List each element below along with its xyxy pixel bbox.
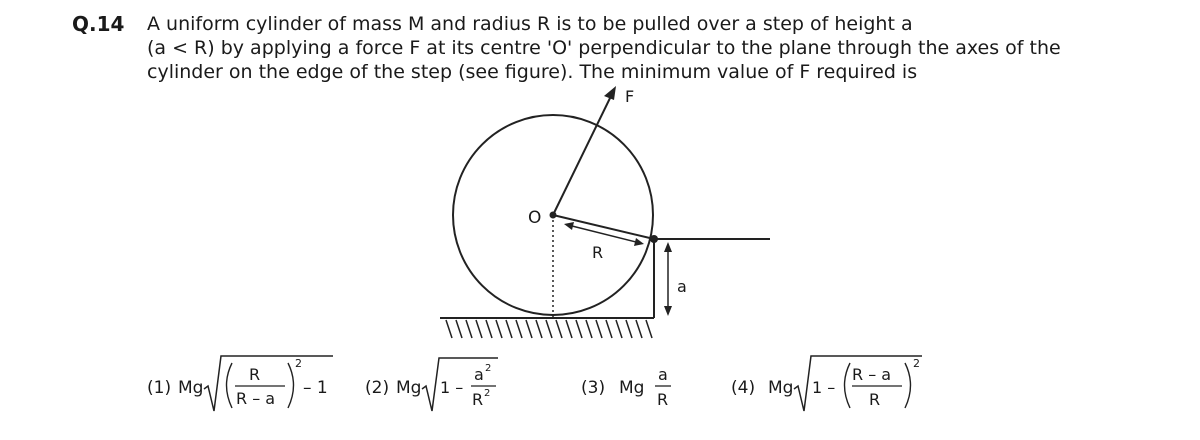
option-2-number: (2) bbox=[365, 378, 389, 398]
option-2-sqrt-sign bbox=[421, 357, 498, 412]
option-3-frac-num: a bbox=[658, 365, 668, 384]
option-1-exponent: 2 bbox=[295, 357, 302, 370]
option-3-frac-den: R bbox=[657, 390, 668, 409]
ground-hatching bbox=[445, 319, 653, 339]
force-line bbox=[552, 93, 613, 216]
option-4-number: (4) bbox=[731, 378, 755, 398]
height-dim-arrow-top bbox=[664, 242, 672, 252]
option-3[interactable]: (3) Mg a R bbox=[581, 365, 671, 409]
option-2-one-minus: 1 – bbox=[440, 378, 463, 397]
center-label: O bbox=[528, 208, 541, 228]
option-1-number: (1) bbox=[147, 378, 171, 398]
option-4-sqrt-sign bbox=[793, 355, 922, 412]
radius-label: R bbox=[592, 243, 603, 262]
question-number: Q.14 bbox=[72, 12, 125, 36]
option-2-frac-num-exp: 2 bbox=[485, 363, 491, 374]
question-line-1: A uniform cylinder of mass M and radius … bbox=[147, 13, 913, 35]
option-1-sqrt-sign bbox=[203, 355, 333, 412]
option-4-one-minus: 1 – bbox=[812, 378, 835, 397]
force-arrowhead bbox=[604, 86, 616, 100]
option-4-left-paren bbox=[843, 362, 851, 409]
step-edge-point bbox=[650, 235, 658, 243]
option-4-frac-num: R – a bbox=[852, 365, 891, 384]
question-line-2: (a < R) by applying a force F at its cen… bbox=[147, 37, 1061, 59]
question-line-3: cylinder on the edge of the step (see fi… bbox=[147, 61, 918, 83]
option-2-mg: Mg bbox=[396, 378, 421, 398]
radius-dimension-line bbox=[567, 224, 641, 244]
option-2-frac-den: R bbox=[472, 390, 483, 409]
option-4-mg: Mg bbox=[768, 378, 793, 398]
option-1-tail: – 1 bbox=[303, 378, 328, 398]
option-4-frac-den: R bbox=[869, 390, 880, 409]
force-label: F bbox=[625, 87, 634, 106]
option-3-number: (3) bbox=[581, 378, 605, 398]
option-4-right-paren bbox=[904, 362, 912, 409]
option-1[interactable]: (1) Mg R R – a 2 – 1 bbox=[147, 355, 333, 412]
option-2-frac-den-exp: 2 bbox=[484, 388, 490, 399]
height-label: a bbox=[677, 277, 687, 296]
option-1-frac-num: R bbox=[249, 365, 260, 384]
radius-line bbox=[552, 214, 655, 240]
option-1-mg: Mg bbox=[178, 378, 203, 398]
height-dim-arrow-bottom bbox=[664, 306, 672, 316]
option-2[interactable]: (2) Mg 1 – a 2 R 2 bbox=[365, 357, 498, 412]
question-text: A uniform cylinder of mass M and radius … bbox=[147, 12, 1147, 84]
radius-dim-arrow-left bbox=[564, 222, 574, 230]
option-4-exponent: 2 bbox=[913, 357, 920, 370]
option-1-right-paren bbox=[287, 362, 295, 409]
center-point bbox=[549, 211, 557, 219]
option-1-frac-den: R – a bbox=[236, 389, 275, 408]
option-2-frac-num: a bbox=[474, 365, 484, 384]
option-4[interactable]: (4) Mg 1 – R – a R 2 bbox=[731, 355, 922, 412]
radius-dim-arrow-right bbox=[634, 238, 644, 246]
option-3-mg: Mg bbox=[619, 378, 644, 398]
option-1-left-paren bbox=[225, 362, 233, 409]
